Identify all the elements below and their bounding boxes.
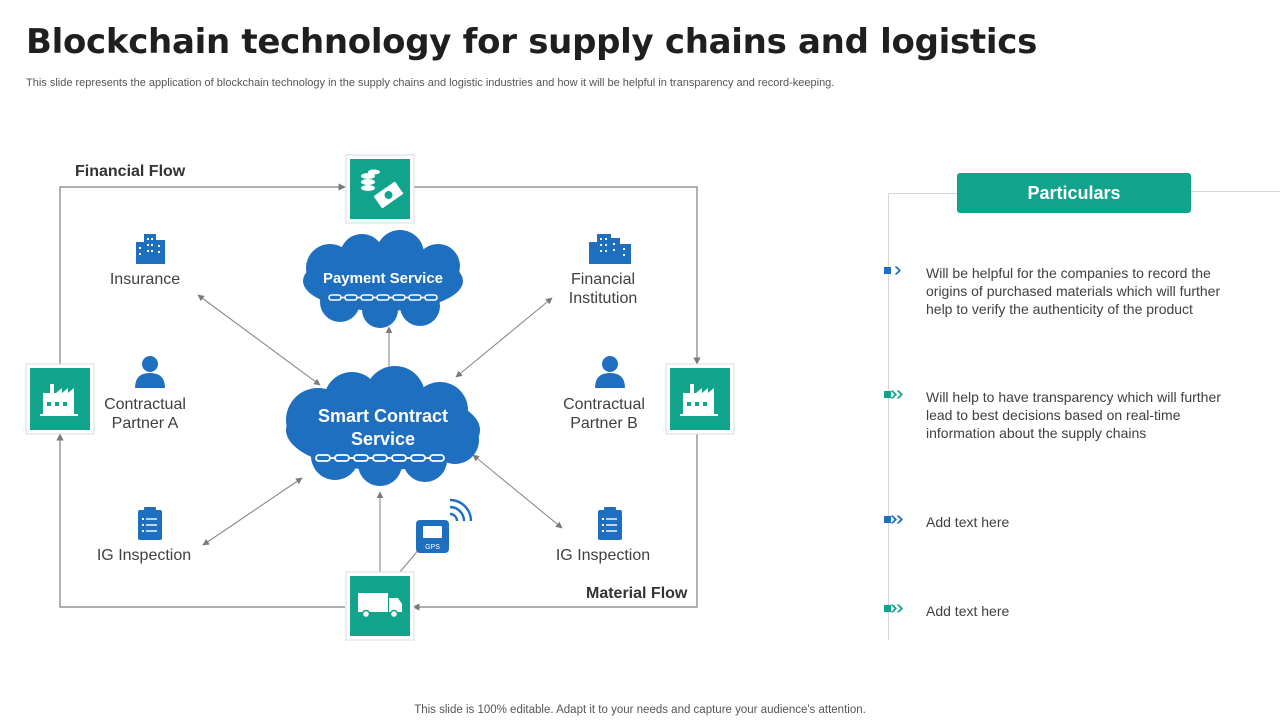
arrow-ig-left: [202, 477, 303, 546]
smart-contract-label: Smart Contract Service: [293, 405, 473, 451]
material-flow-line-left: [56, 433, 345, 608]
bullet-icon: [884, 266, 901, 275]
ig-inspection-right-label: IG Inspection: [555, 547, 651, 564]
flow-lines: [56, 183, 701, 611]
building-icon-financial: [589, 234, 631, 264]
partner-a-line1: Contractual: [104, 396, 186, 413]
partner-b-line1: Contractual: [563, 396, 645, 413]
ig-inspection-left-label: IG Inspection: [96, 547, 192, 564]
clipboard-icon-right: [598, 507, 622, 540]
particulars-connector-right: [1191, 191, 1280, 192]
financial-institution-line2: Institution: [568, 290, 638, 307]
bullet-icon: [884, 515, 903, 524]
smart-contract-cloud: [286, 366, 480, 486]
payment-chain-icon: [328, 294, 438, 301]
gps-link-line: [399, 547, 421, 573]
material-flow-label: Material Flow: [586, 585, 688, 602]
factory-icon-right: [665, 363, 735, 435]
particulars-header: Particulars: [957, 173, 1191, 213]
financial-flow-line-right: [413, 186, 701, 365]
arrow-financial-institution: [455, 297, 553, 378]
person-icon-a: [135, 356, 165, 388]
smart-contract-label-line2: Service: [350, 429, 416, 449]
particulars-item-text: Add text here: [926, 603, 1010, 619]
particulars-timeline: [888, 193, 889, 640]
truck-icon: [345, 571, 415, 641]
clipboard-icon-left: [138, 507, 162, 540]
smart-contract-label-line1: Smart Contract: [317, 406, 449, 426]
particulars-connector-left: [888, 193, 957, 194]
connector-arrows: [197, 294, 563, 573]
partner-a-label: Contractual Partner A: [90, 395, 200, 433]
factory-icon-left: [25, 363, 95, 435]
smart-contract-chain-icon: [315, 454, 445, 462]
partner-b-line2: Partner B: [570, 415, 638, 432]
bullet-icon: [884, 604, 903, 613]
person-icon-b: [595, 356, 625, 388]
slide-subtitle: This slide represents the application of…: [26, 77, 835, 89]
particulars-item-text: Add text here: [926, 514, 1010, 530]
money-icon: [345, 154, 415, 224]
material-flow-line-right: [412, 434, 698, 611]
particulars-item-text: Will be helpful for the companies to rec…: [926, 265, 1221, 317]
financial-institution-line1: Financial: [570, 271, 636, 288]
financial-institution-label: Financial Institution: [553, 270, 653, 308]
slide-footer: This slide is 100% editable. Adapt it to…: [414, 704, 866, 716]
partner-a-line2: Partner A: [111, 415, 179, 432]
arrow-insurance: [197, 294, 321, 386]
building-icon-insurance: [136, 234, 165, 264]
arrow-ig-right: [472, 454, 563, 529]
slide-title: Blockchain technology for supply chains …: [26, 22, 1038, 62]
bullet-icon: [884, 390, 903, 399]
gps-label: GPS: [425, 544, 440, 551]
financial-flow-line-left: [59, 183, 346, 364]
gps-device-icon: GPS: [416, 498, 473, 553]
partner-b-label: Contractual Partner B: [549, 395, 659, 433]
particulars-item-text: Will help to have transparency which wil…: [926, 389, 1221, 441]
insurance-label: Insurance: [109, 271, 181, 288]
payment-service-label: Payment Service: [322, 270, 444, 287]
financial-flow-label: Financial Flow: [75, 163, 186, 180]
payment-service-cloud: [303, 230, 463, 328]
